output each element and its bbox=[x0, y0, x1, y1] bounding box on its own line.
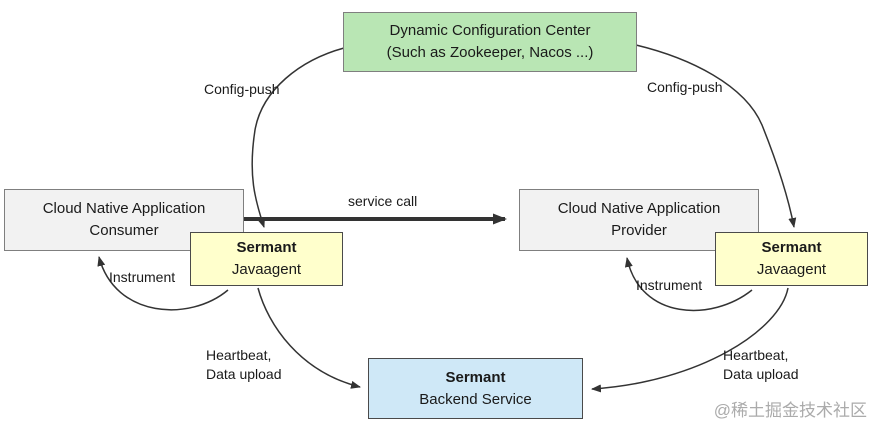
edge-label-instrument-right: Instrument bbox=[636, 277, 703, 293]
node-agent-provider-title: Sermant bbox=[761, 239, 822, 257]
node-agent-consumer-subtitle: Javaagent bbox=[231, 261, 302, 278]
node-config-center: Dynamic Configuration Center (Such as Zo… bbox=[343, 12, 637, 72]
edge-label-heartbeat-left-line1: Heartbeat, bbox=[206, 347, 272, 363]
edge-label-heartbeat-left: Heartbeat, Data upload bbox=[206, 346, 282, 384]
edge-label-heartbeat-right-line1: Heartbeat, bbox=[723, 347, 789, 363]
edge-label-service-call: service call bbox=[348, 193, 418, 209]
edge-label-config-push-left: Config-push bbox=[204, 81, 280, 97]
node-agent-consumer: Sermant Javaagent bbox=[190, 232, 343, 286]
node-consumer-subtitle: Consumer bbox=[89, 222, 159, 239]
edge-label-heartbeat-right: Heartbeat, Data upload bbox=[723, 346, 799, 384]
node-agent-provider-subtitle: Javaagent bbox=[756, 261, 827, 278]
node-backend-service: Sermant Backend Service bbox=[368, 358, 583, 419]
arrow-config-push-left bbox=[251, 47, 345, 228]
node-provider-subtitle: Provider bbox=[611, 222, 667, 239]
edge-label-config-push-right: Config-push bbox=[647, 79, 723, 95]
edge-label-instrument-left: Instrument bbox=[109, 269, 176, 285]
edge-label-heartbeat-right-line2: Data upload bbox=[723, 365, 799, 382]
node-agent-provider: Sermant Javaagent bbox=[715, 232, 868, 286]
node-provider-title: Cloud Native Application bbox=[557, 200, 721, 218]
node-agent-consumer-title: Sermant bbox=[236, 239, 297, 257]
node-consumer-title: Cloud Native Application bbox=[42, 200, 206, 218]
node-backend-service-title: Sermant bbox=[445, 368, 506, 386]
node-config-center-title: Dynamic Configuration Center bbox=[389, 22, 591, 40]
node-backend-service-subtitle: Backend Service bbox=[419, 390, 532, 408]
node-config-center-subtitle: (Such as Zookeeper, Nacos ...) bbox=[386, 44, 594, 61]
edge-label-heartbeat-left-line2: Data upload bbox=[206, 365, 282, 382]
watermark-text: @稀土掘金技术社区 bbox=[713, 401, 867, 420]
